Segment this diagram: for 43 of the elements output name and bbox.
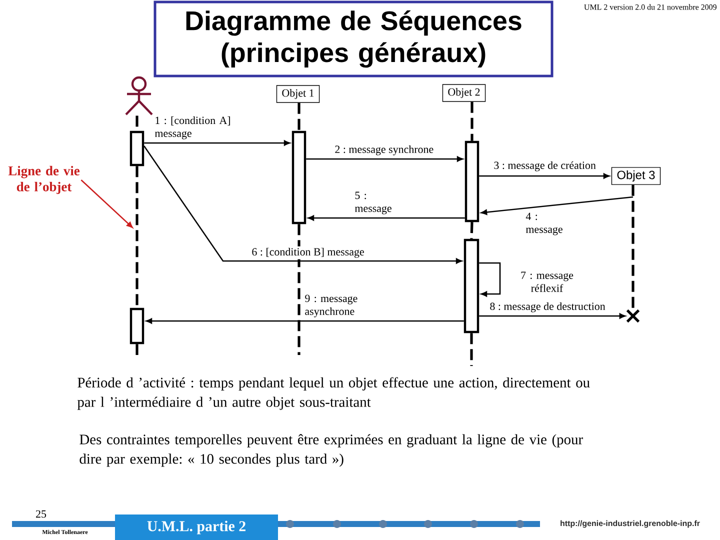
message-arrow — [146, 318, 464, 324]
edge-label: 2 : message synchrone — [335, 145, 434, 156]
self-message-arrow — [479, 262, 501, 297]
message-arrow — [479, 173, 610, 179]
edge-label: 4 : message — [526, 212, 562, 236]
footer-tab: U.M.L. partie 2 — [115, 514, 278, 540]
annotation-text: Ligne de vie de l’objet — [8, 166, 80, 194]
edge-label: 9 : message asynchrone — [305, 294, 358, 318]
message-arrow — [144, 140, 290, 146]
page-number: 25 — [36, 510, 46, 518]
explanation-text: Des contraintes temporelles peuvent être exprimées en graduant la ligne de vie (pour dire par exemple: « 10 secondes plus tard ») — [80, 434, 583, 467]
message-arrow — [308, 215, 465, 221]
title-box: Diagramme de Séquences (principes généraux) — [154, 0, 554, 78]
activation-bar — [464, 140, 480, 222]
message-arrow — [306, 156, 464, 162]
message-arrow — [144, 146, 462, 264]
activation-bar — [130, 130, 144, 166]
message-arrow — [480, 196, 634, 215]
edge-label: 8 : message de destruction — [490, 302, 606, 312]
object-box: Objet 3 — [611, 167, 661, 185]
destruction-cross — [626, 309, 640, 323]
leader-arrow — [80, 180, 133, 228]
activation-bar — [130, 308, 144, 344]
lifeline — [136, 344, 138, 355]
stick-figure — [124, 76, 154, 116]
lifeline — [632, 184, 634, 310]
explanation-text: Période d ’activité : temps pendant lequel un objet effectue une action, directement ou par l ’intermédiaire d ’un autre objet sous-traitant — [77, 377, 590, 410]
lifeline — [136, 166, 138, 308]
activation-bar — [464, 238, 480, 334]
lifeline — [470, 333, 473, 366]
message-arrow — [479, 313, 626, 319]
lifeline — [470, 102, 474, 141]
edge-label: 1 : [condition A] message — [154, 116, 230, 140]
object-box: Objet 2 — [442, 84, 486, 102]
edge-label: 7 : message réflexif — [521, 272, 574, 292]
lifeline — [298, 224, 300, 355]
lifeline — [298, 102, 300, 131]
activation-bar — [292, 130, 306, 224]
object-box: Objet 1 — [276, 85, 320, 103]
edge-label: 5 : message — [354, 192, 392, 214]
edge-label: 6 : [condition B] message — [250, 246, 366, 260]
edge-label: 3 : message de création — [494, 161, 596, 172]
lifeline — [470, 222, 474, 239]
